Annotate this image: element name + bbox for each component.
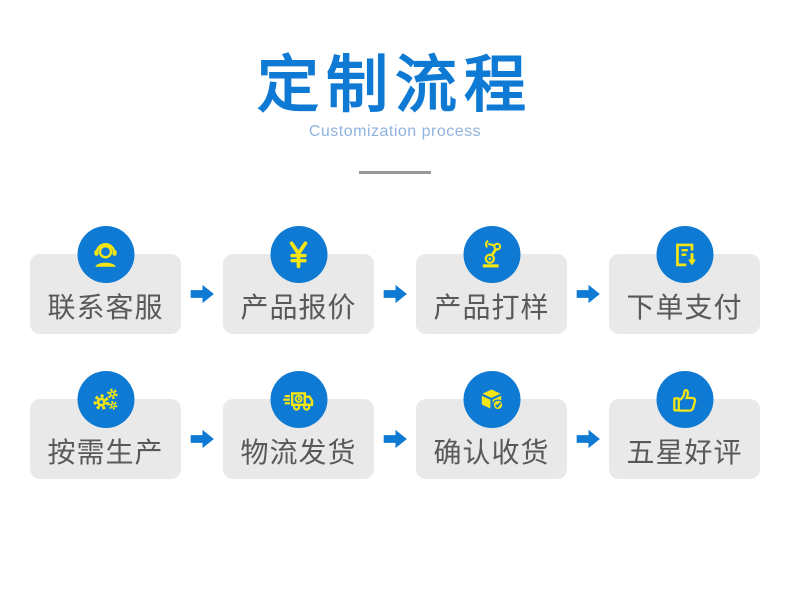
package-check-icon [463, 371, 520, 429]
step-logistics-shipping: 物流发货 [223, 371, 374, 480]
arrow-right-icon [190, 284, 215, 304]
step-box: 物流发货 [223, 399, 374, 480]
step-five-star-review: 五星好评 [609, 371, 760, 480]
step-product-sample: 产品打样 [416, 226, 567, 335]
page-title: 定制流程 [256, 51, 533, 120]
robot-arm-icon [463, 226, 520, 284]
page-subtitle: Customization process [308, 123, 482, 141]
arrow-right-icon [576, 429, 601, 449]
customer-service-headset-icon [77, 226, 134, 284]
arrow-right-icon [383, 284, 408, 304]
yuan-price-icon [270, 226, 327, 284]
gears-icon [77, 371, 134, 429]
step-box: 下单支付 [609, 254, 760, 335]
step-label: 物流发货 [240, 437, 357, 469]
divider [359, 171, 431, 175]
header: 定制流程 Customization process [30, 50, 760, 175]
step-contact-service: 联系客服 [30, 226, 181, 335]
thumbs-up-icon [656, 371, 713, 429]
flow-row-2: 按需生产 物流发货 [30, 371, 760, 480]
arrow-right-icon [383, 429, 408, 449]
order-payment-icon [656, 226, 713, 284]
step-product-quote: 产品报价 [223, 226, 374, 335]
step-label: 确认收货 [433, 437, 550, 469]
step-confirm-receipt: 确认收货 [416, 371, 567, 480]
flow-row-1: 联系客服 产品报价 [30, 226, 760, 335]
step-label: 产品打样 [433, 292, 550, 324]
customization-process-banner: 定制流程 Customization process 联系客服 [0, 50, 790, 611]
step-label: 联系客服 [47, 292, 164, 324]
step-on-demand-production: 按需生产 [30, 371, 181, 480]
arrow-right-icon [576, 284, 601, 304]
delivery-truck-icon [270, 371, 327, 429]
step-label: 产品报价 [240, 292, 357, 324]
step-order-payment: 下单支付 [609, 226, 760, 335]
arrow-right-icon [190, 429, 215, 449]
step-label: 下单支付 [626, 292, 743, 324]
step-label: 按需生产 [47, 437, 164, 469]
step-label: 五星好评 [626, 437, 743, 469]
